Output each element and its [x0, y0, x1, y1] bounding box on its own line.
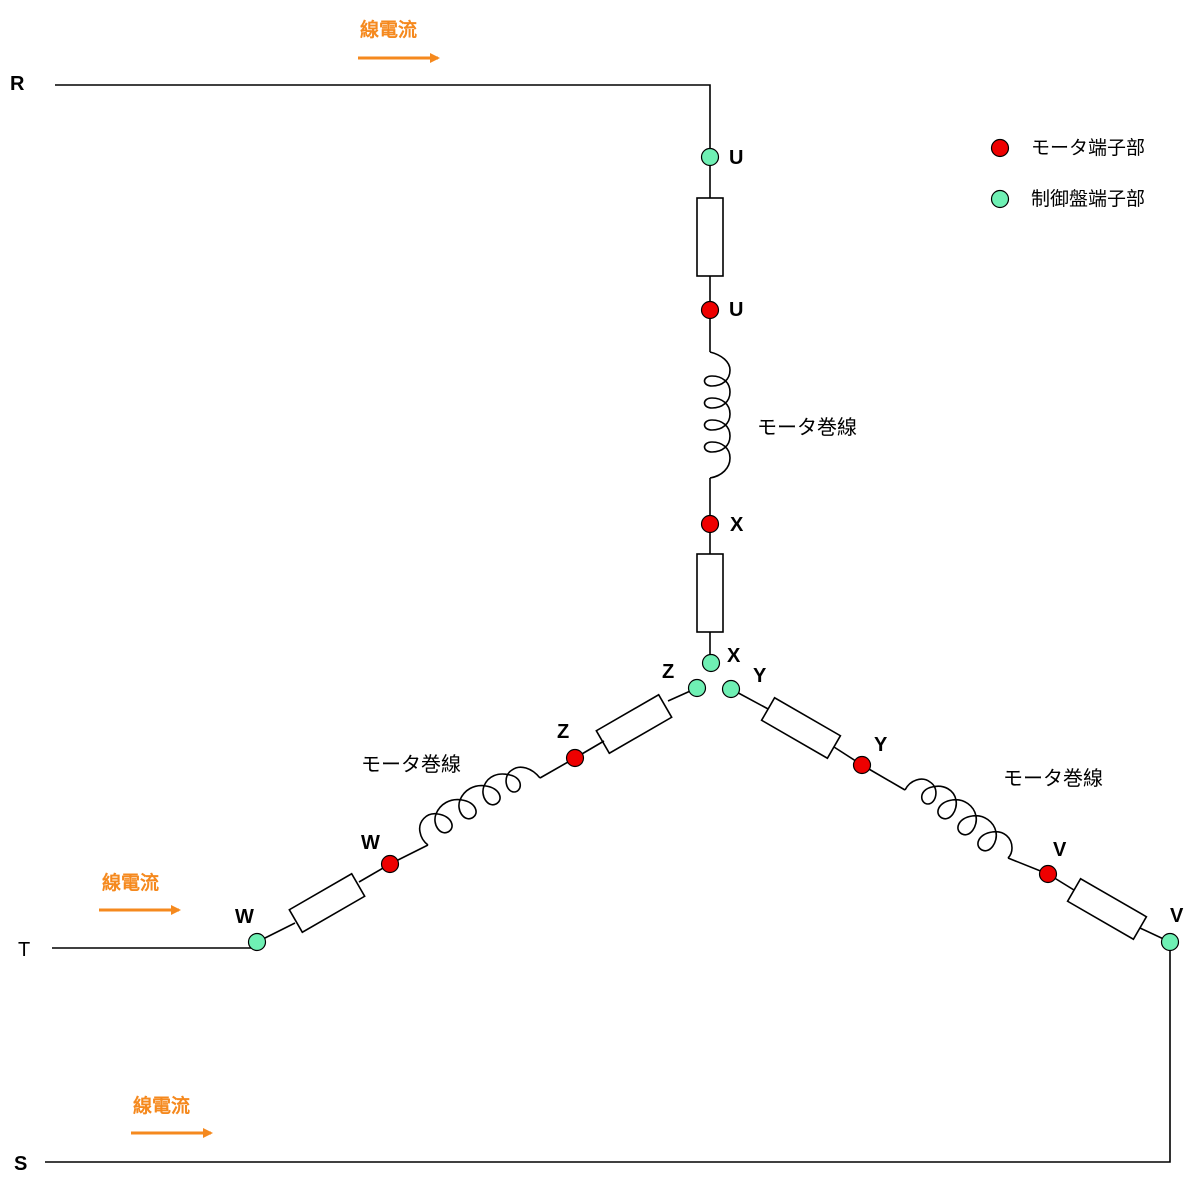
panel-terminal-u — [700, 147, 720, 167]
resistor-w — [288, 872, 366, 934]
motor-terminal-z — [565, 748, 585, 768]
panel-terminal-v — [1160, 932, 1180, 952]
line-label-r: R — [10, 73, 25, 95]
motor-terminal-u — [700, 300, 720, 320]
legend-motor-terminal-label: モータ端子部 — [1031, 137, 1145, 159]
label-motor-w: W — [361, 832, 380, 854]
supply-wire-r — [55, 84, 711, 157]
legend-motor-terminal-icon — [990, 138, 1010, 158]
resistor-u — [696, 197, 724, 277]
label-motor-z: Z — [557, 721, 569, 743]
resistor-z — [595, 693, 673, 755]
resistor-y — [760, 696, 842, 760]
label-panel-u: U — [729, 147, 743, 169]
winding-coil-v — [904, 778, 1013, 859]
line-current-label-t: 線電流 — [102, 871, 159, 894]
label-motor-v: V — [1053, 839, 1067, 861]
winding-label-u: モータ巻線 — [757, 415, 857, 439]
motor-terminal-v — [1038, 864, 1058, 884]
motor-terminal-y — [852, 755, 872, 775]
motor-terminal-w — [380, 854, 400, 874]
panel-terminal-x — [701, 653, 721, 673]
line-current-label-r: 線電流 — [360, 18, 417, 41]
line-current-label-s: 線電流 — [133, 1094, 190, 1117]
motor-terminal-x — [700, 514, 720, 534]
legend-panel-terminal-label: 制御盤端子部 — [1031, 188, 1145, 210]
panel-terminal-w — [247, 932, 267, 952]
panel-terminal-y — [721, 679, 741, 699]
label-motor-x: X — [730, 514, 744, 536]
supply-wire-s — [45, 942, 1171, 1163]
label-panel-z: Z — [662, 661, 674, 683]
resistor-v — [1066, 877, 1148, 941]
label-motor-y: Y — [874, 734, 888, 756]
resistor-x — [696, 553, 724, 633]
line-label-t: T — [18, 939, 30, 961]
label-panel-x: X — [727, 645, 741, 667]
label-panel-y: Y — [753, 665, 767, 687]
winding-coil-u — [703, 351, 731, 479]
label-motor-u: U — [729, 299, 743, 321]
winding-coil-w — [418, 766, 541, 846]
label-panel-v: V — [1170, 905, 1184, 927]
winding-label-v: モータ巻線 — [1003, 766, 1103, 790]
winding-label-w: モータ巻線 — [361, 752, 461, 776]
legend-panel-terminal-icon — [990, 189, 1010, 209]
panel-terminal-z — [687, 678, 707, 698]
label-panel-w: W — [235, 906, 254, 928]
legend: モータ端子部 制御盤端子部 — [990, 137, 1145, 210]
line-label-s: S — [14, 1153, 27, 1175]
